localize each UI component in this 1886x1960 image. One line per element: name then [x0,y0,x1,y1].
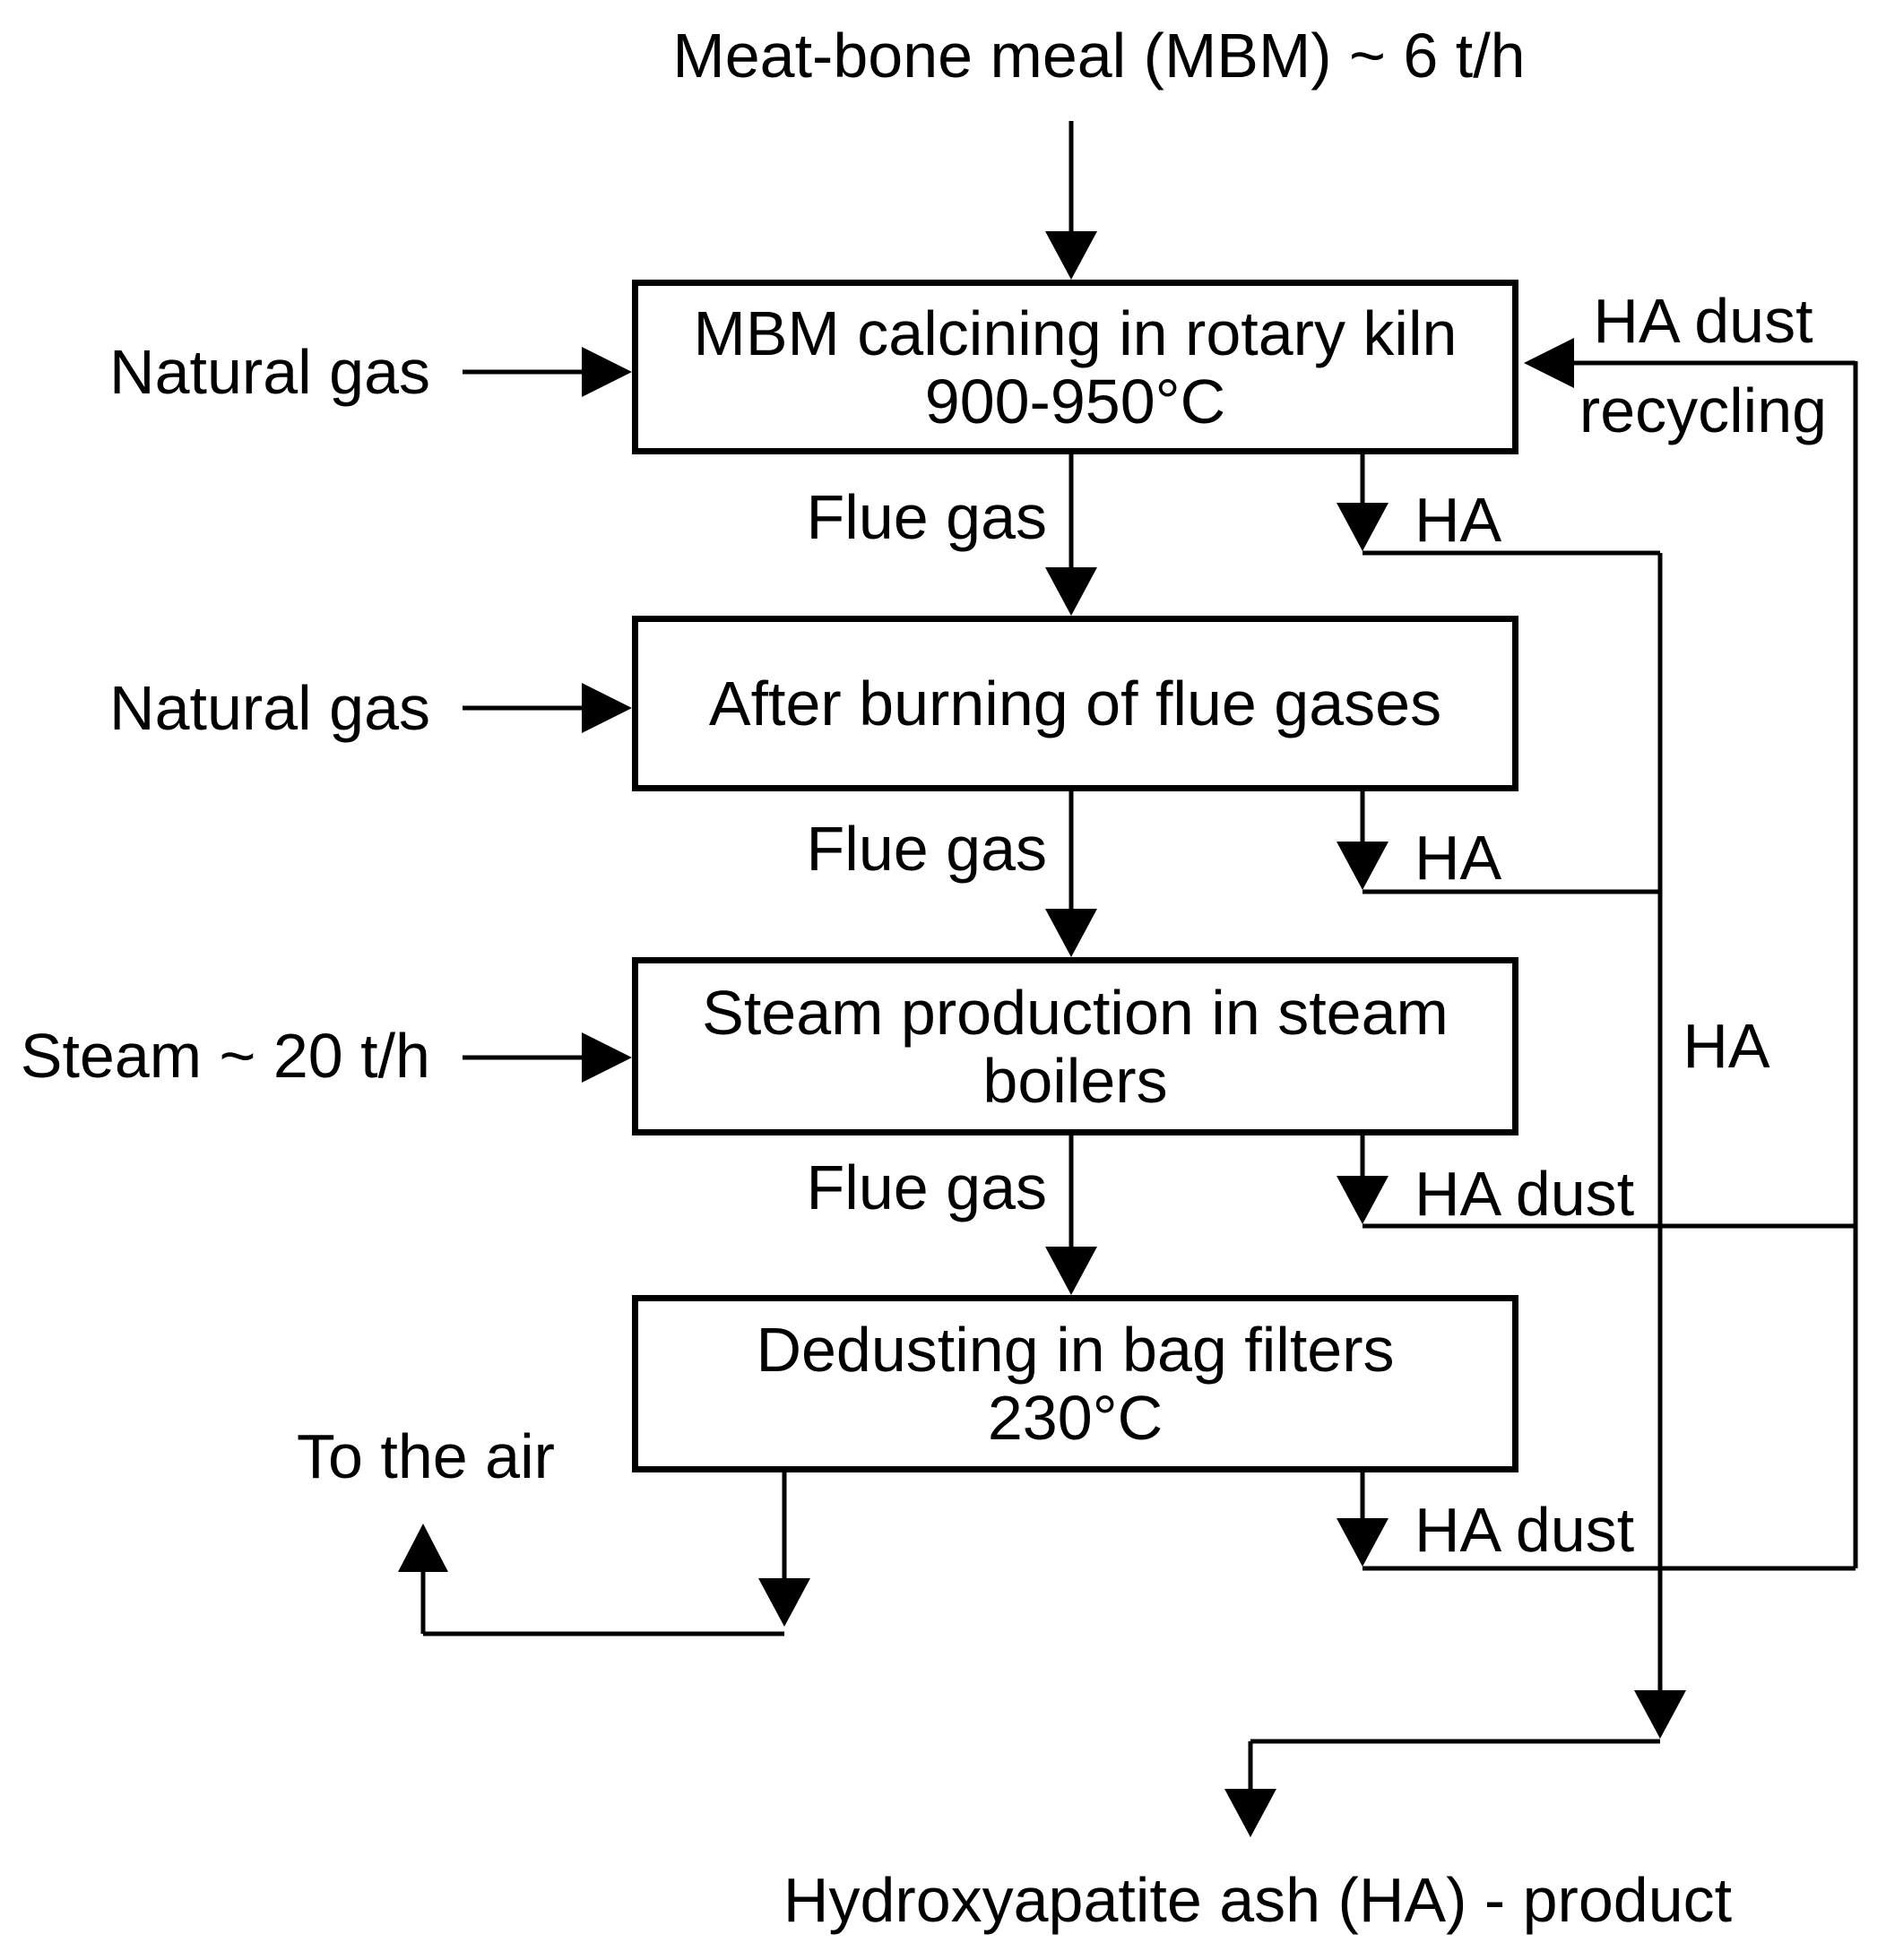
arrow-ha-dust-recycling [1524,338,1858,1568]
flue-gas-label-3: Flue gas [806,1153,1047,1222]
arrow-boilers-to-dedusting [1045,1135,1097,1295]
arrow-natural-gas-afterburning [463,683,632,733]
arrow-kiln-to-afterburning [1045,454,1097,616]
diagram-title: Meat-bone meal (MBM) ~ 6 t/h [672,21,1526,91]
natural-gas-afterburning-label: Natural gas [109,673,430,743]
arrow-mbm-input [1045,121,1097,280]
arrow-ha-to-product [1224,553,1686,1837]
natural-gas-kiln-label: Natural gas [109,337,430,407]
process-box-afterburning-line1: After burning of flue gases [708,669,1442,738]
arrow-steam-input [463,1032,632,1083]
arrow-ha-dust-dedusting-out [1337,1472,1856,1571]
product-label: Hydroxyapatite ash (HA) - product [783,1865,1733,1935]
ha-dust-recycling-label-line1: HA dust [1593,286,1813,356]
process-box-boilers-line2: boilers [982,1045,1168,1116]
process-box-dedusting-line2: 230°C [987,1383,1164,1453]
process-box-dedusting: Dedusting in bag filters 230°C [632,1295,1518,1472]
arrow-to-the-air [398,1472,810,1636]
ha-collect-line-label: HA [1683,1011,1770,1081]
steam-input-label: Steam ~ 20 t/h [20,1021,430,1091]
ha-afterburning-label: HA [1414,823,1502,893]
process-box-dedusting-line1: Dedusting in bag filters [756,1315,1395,1385]
process-box-boilers: Steam production in steam boilers [632,957,1518,1135]
process-box-kiln-line2: 900-950°C [924,366,1226,436]
arrow-afterburning-to-boilers [1045,791,1097,957]
process-box-afterburning: After burning of flue gases [632,616,1518,791]
flue-gas-label-1: Flue gas [806,482,1047,552]
ha-dust-boilers-label: HA dust [1414,1159,1635,1229]
ha-dust-recycling-label-line2: recycling [1579,376,1828,445]
ha-dust-recycling-label: HA dust recycling [1579,276,1827,455]
flue-gas-label-2: Flue gas [806,814,1047,884]
process-box-boilers-line1: Steam production in steam [702,977,1449,1048]
ha-dust-dedusting-label: HA dust [1414,1495,1635,1565]
arrow-ha-afterburning-out [1337,791,1660,894]
arrow-ha-dust-boilers-out [1337,1135,1856,1229]
arrow-natural-gas-kiln [463,347,632,397]
process-box-kiln-line1: MBM calcining in rotary kiln [693,298,1458,368]
to-the-air-label: To the air [297,1421,555,1491]
arrow-ha-kiln-out [1337,454,1660,556]
ha-kiln-label: HA [1414,485,1502,555]
process-box-kiln: MBM calcining in rotary kiln 900-950°C [632,280,1518,454]
